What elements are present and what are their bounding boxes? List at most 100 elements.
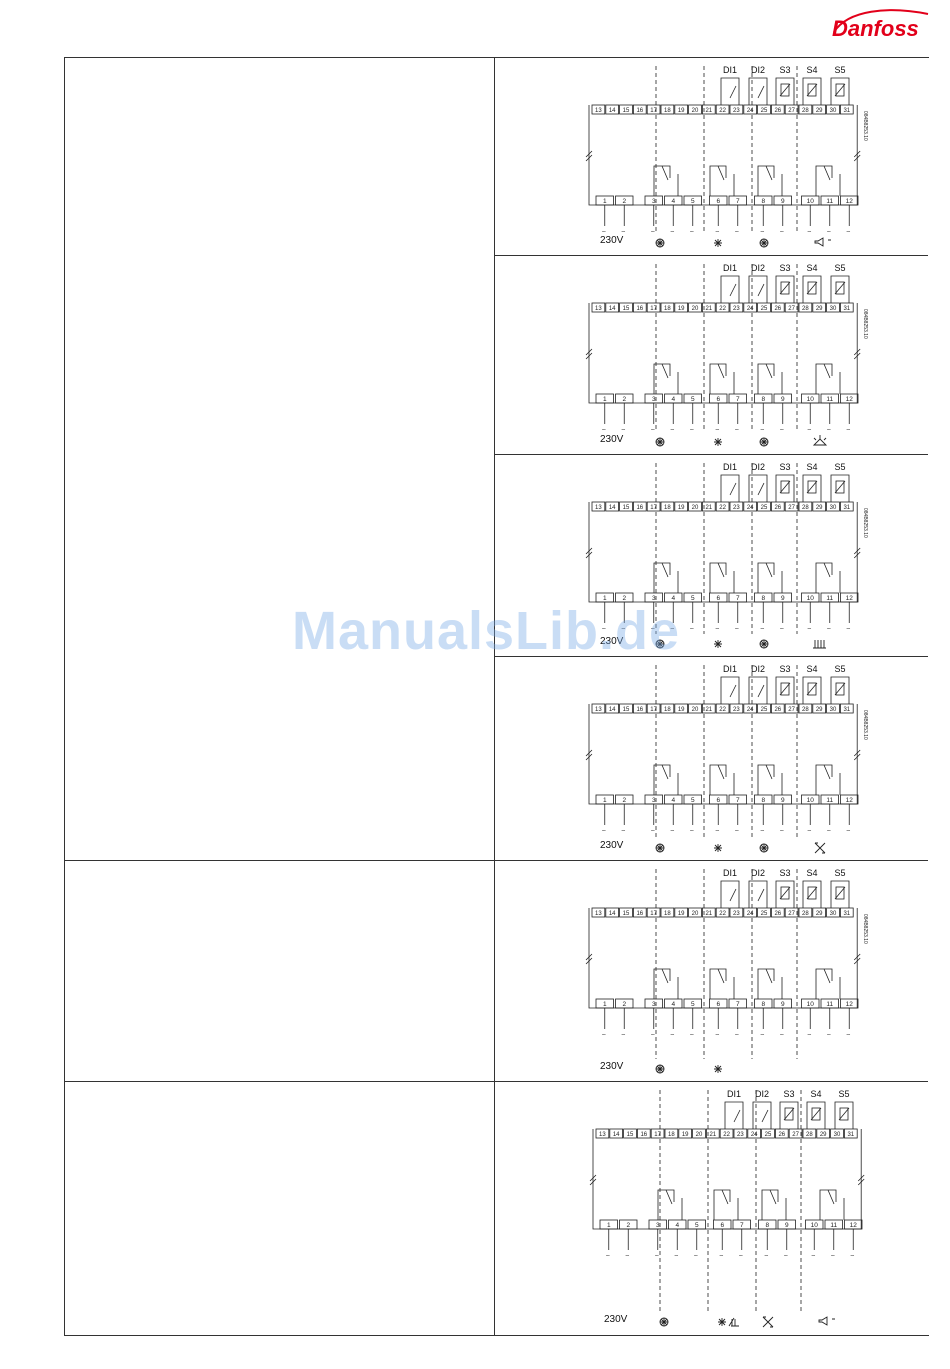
terminal-label: 6 <box>716 595 720 602</box>
terminal-23 <box>729 703 744 714</box>
terminal-label: 1 <box>603 1001 607 1008</box>
part-code: 084B8253.10 <box>862 508 868 538</box>
terminal-label: 16 <box>636 911 643 917</box>
terminal-label: 4 <box>671 595 675 602</box>
terminal-label: 14 <box>609 707 616 713</box>
terminal-25 <box>757 302 771 313</box>
svg-text:~: ~ <box>670 626 674 633</box>
svg-text:~: ~ <box>651 229 655 236</box>
terminal-label: 8 <box>761 797 765 804</box>
svg-text:~: ~ <box>602 1032 606 1039</box>
terminal-label: 19 <box>678 306 685 312</box>
svg-text:~: ~ <box>811 1253 815 1260</box>
terminal-24 <box>743 302 758 313</box>
terminal-29 <box>816 1128 830 1139</box>
terminal-label: 3 <box>652 797 656 804</box>
page-frame <box>64 57 929 1336</box>
terminal-19 <box>678 1128 693 1139</box>
svg-text:~: ~ <box>827 1032 831 1039</box>
terminal-label: 23 <box>733 707 740 713</box>
terminal-label: 23 <box>737 1132 744 1138</box>
defrost-heater-icon <box>718 1317 739 1327</box>
svg-text:~: ~ <box>602 427 606 434</box>
svg-text:~: ~ <box>780 828 784 835</box>
terminal-19 <box>674 907 689 918</box>
terminal-26 <box>770 302 785 313</box>
voltage-label: 230V <box>600 235 624 246</box>
terminal-label: 26 <box>774 108 781 114</box>
svg-text:~: ~ <box>690 1032 694 1039</box>
input-label-di1: DI1 <box>723 65 737 75</box>
terminal-label: 24 <box>747 707 754 713</box>
terminal-label: 28 <box>802 707 809 713</box>
terminal-30 <box>826 907 840 918</box>
terminal-label: 31 <box>843 911 850 917</box>
svg-text:~: ~ <box>602 229 606 236</box>
terminal-label: 24 <box>747 306 754 312</box>
svg-text:~: ~ <box>807 427 811 434</box>
terminal-label: 11 <box>826 595 833 602</box>
terminal-label: 20 <box>692 108 699 114</box>
input-label-s4: S4 <box>806 462 817 472</box>
terminal-label: 11 <box>826 198 833 205</box>
terminal-label: 27 <box>788 108 795 114</box>
terminal-15 <box>619 501 633 512</box>
svg-text:~: ~ <box>690 828 694 835</box>
terminal-label: 11 <box>826 797 833 804</box>
terminal-16 <box>632 703 647 714</box>
terminal-label: 15 <box>623 108 630 114</box>
terminal-25 <box>761 1128 775 1139</box>
terminal-label: 10 <box>807 797 815 804</box>
terminal-16 <box>632 104 647 115</box>
terminal-label: 19 <box>682 1132 689 1138</box>
terminal-label: 28 <box>802 108 809 114</box>
terminal-26 <box>770 501 785 512</box>
svg-text:~: ~ <box>827 828 831 835</box>
terminal-label: 22 <box>719 911 726 917</box>
voltage-label: 230V <box>604 1314 628 1325</box>
svg-text:~: ~ <box>719 1253 723 1260</box>
terminal-24 <box>747 1128 762 1139</box>
terminal-label: 16 <box>636 505 643 511</box>
terminal-18 <box>660 501 675 512</box>
terminal-30 <box>826 104 840 115</box>
column-divider <box>494 57 495 1335</box>
svg-text:~: ~ <box>651 1032 655 1039</box>
terminal-label: 3 <box>652 595 656 602</box>
terminal-label: 14 <box>609 505 616 511</box>
terminal-label: 30 <box>830 306 837 312</box>
defrost-icon <box>714 239 722 247</box>
terminal-21 <box>701 104 716 115</box>
terminal-label: 25 <box>761 306 768 312</box>
terminal-30 <box>826 501 840 512</box>
terminal-label: 31 <box>843 707 850 713</box>
input-label-di2: DI2 <box>751 868 765 878</box>
terminal-label: 26 <box>774 707 781 713</box>
terminal-label: 2 <box>622 198 626 205</box>
terminal-label: 23 <box>733 306 740 312</box>
terminal-25 <box>757 907 771 918</box>
terminal-label: 22 <box>719 108 726 114</box>
terminal-25 <box>757 104 771 115</box>
terminal-label: 15 <box>627 1132 634 1138</box>
terminal-label: 29 <box>816 707 823 713</box>
svg-text:~: ~ <box>694 1253 698 1260</box>
input-label-di2: DI2 <box>755 1089 769 1099</box>
input-label-s4: S4 <box>806 868 817 878</box>
svg-text:~: ~ <box>780 1032 784 1039</box>
terminal-label: 29 <box>816 108 823 114</box>
terminal-label: 12 <box>846 797 854 804</box>
terminal-label: 24 <box>747 108 754 114</box>
svg-text:~: ~ <box>735 229 739 236</box>
terminal-label: 7 <box>740 1222 744 1229</box>
svg-text:~: ~ <box>846 1032 850 1039</box>
terminal-label: 5 <box>691 797 695 804</box>
terminal-label: 29 <box>816 911 823 917</box>
terminal-label: 9 <box>781 396 785 403</box>
compressor-icon <box>759 639 769 649</box>
input-label-di2: DI2 <box>751 462 765 472</box>
voltage-label: 230V <box>600 840 624 851</box>
